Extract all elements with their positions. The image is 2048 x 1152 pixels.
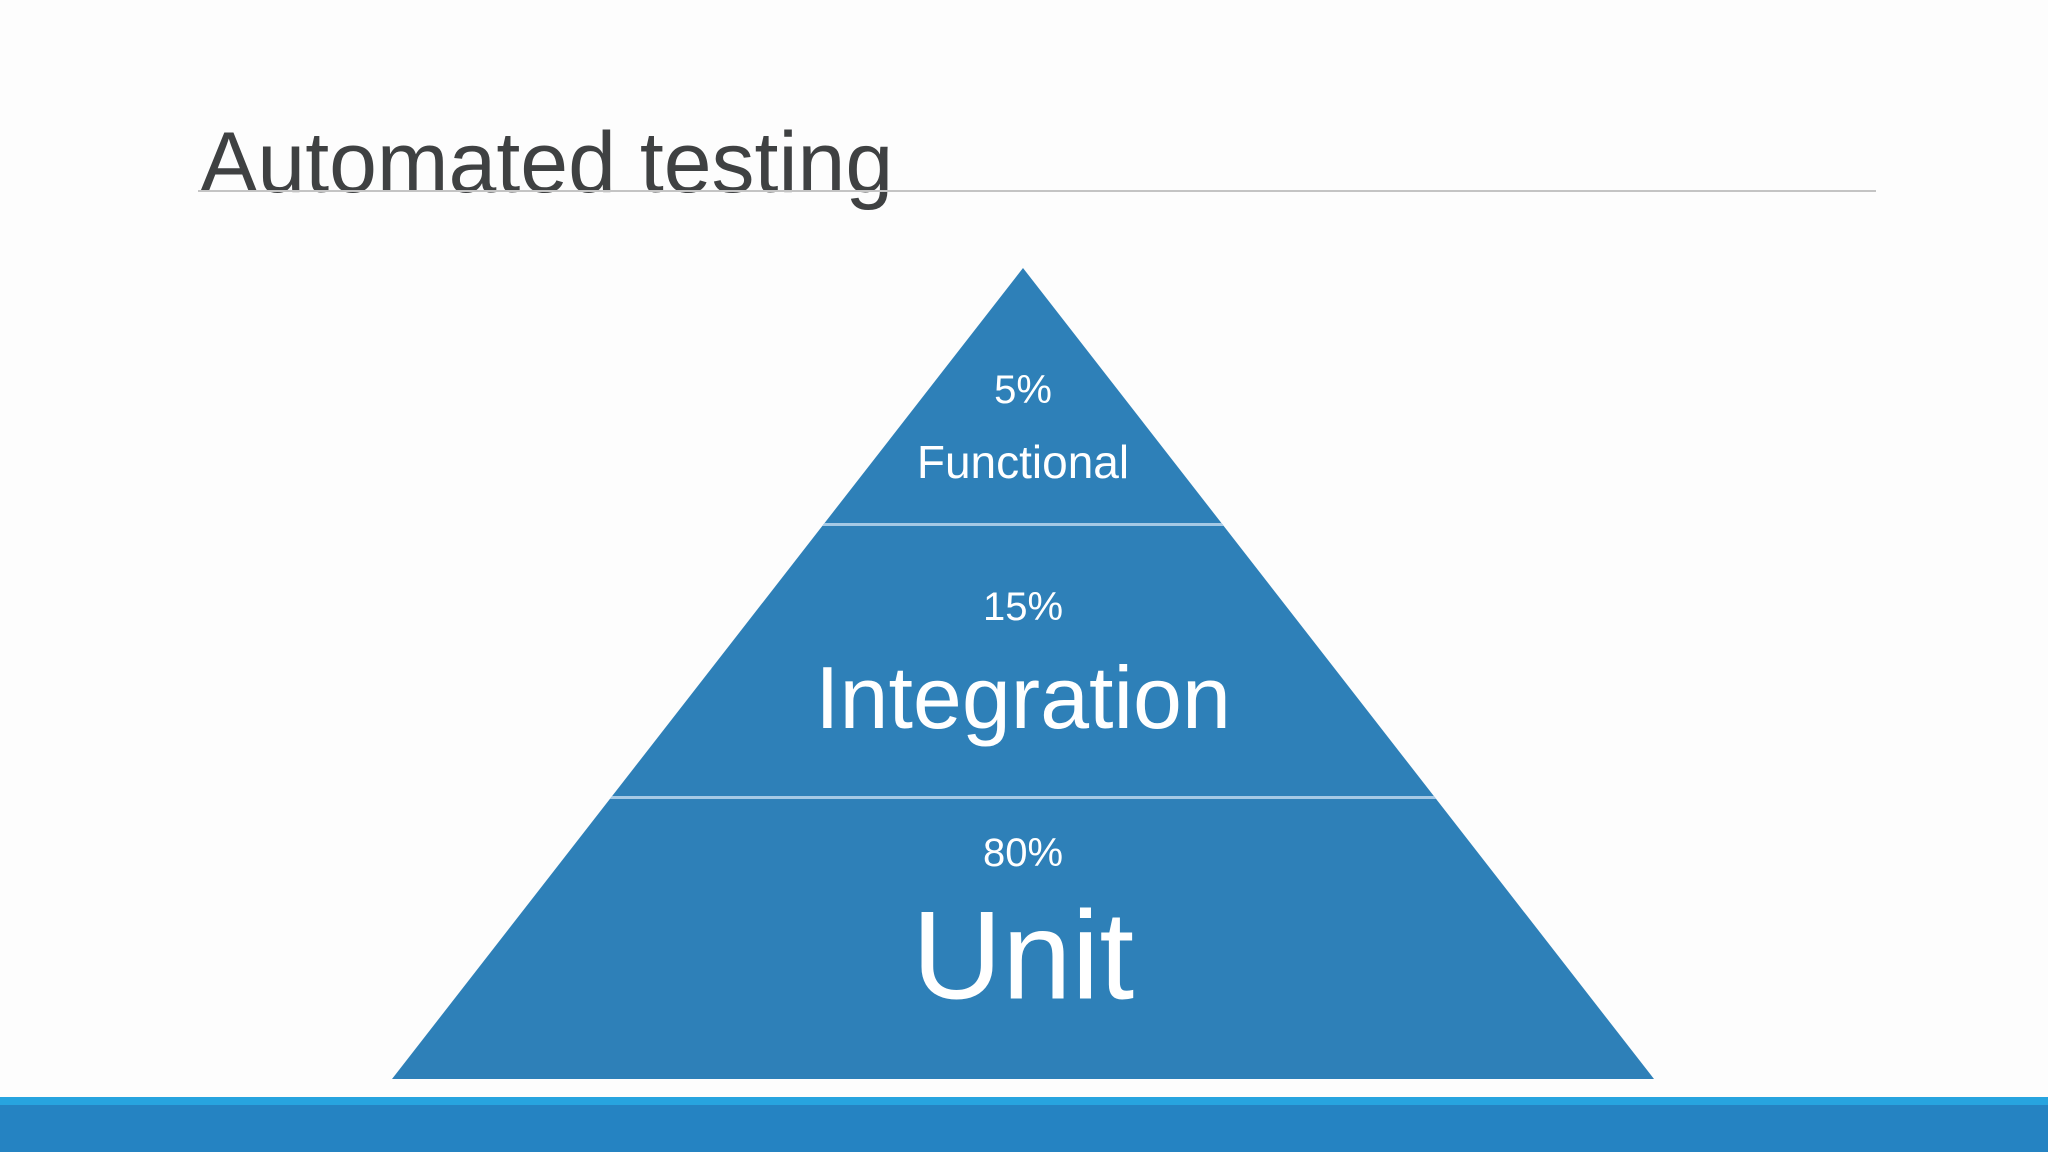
testing-pyramid: 5% Functional 15% Integration 80% Unit xyxy=(392,268,1654,1079)
layer-integration-percent: 15% xyxy=(982,585,1064,629)
layer-unit-label: Unit xyxy=(911,886,1135,1026)
slide-title: Automated testing xyxy=(200,114,894,211)
bottom-accent-bar xyxy=(0,1097,2048,1152)
pyramid-divider-bottom xyxy=(392,796,1654,799)
layer-integration-label: Integration xyxy=(815,648,1231,747)
pyramid-divider-top xyxy=(392,523,1654,526)
layer-functional-label: Functional xyxy=(916,436,1130,488)
layer-functional-percent: 5% xyxy=(994,368,1052,412)
layer-unit-percent: 80% xyxy=(982,831,1064,875)
title-underline xyxy=(198,190,1876,192)
